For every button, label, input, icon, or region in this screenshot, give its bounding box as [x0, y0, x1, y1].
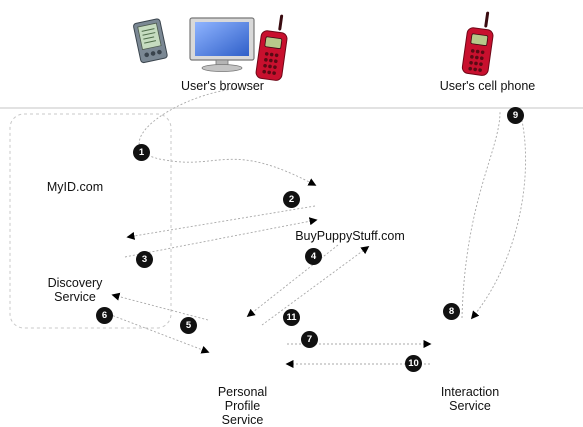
step-badge-7: 7	[301, 331, 318, 348]
arrow-step-1	[139, 87, 317, 186]
cell-phone-icon	[255, 14, 288, 81]
cell-phone-icon	[461, 11, 494, 76]
step-badge-11: 11	[283, 309, 300, 326]
arrow-step-2	[126, 205, 316, 240]
myid-label: MyID.com	[46, 180, 104, 194]
arrow-step-9	[470, 111, 527, 320]
interaction-service-label: Interaction Service	[440, 385, 500, 413]
buypuppystuff-label: BuyPuppyStuff.com	[295, 229, 405, 243]
step-badge-4: 4	[305, 248, 322, 265]
arrow-step-4	[246, 244, 339, 318]
arrow-step-3	[124, 217, 318, 258]
users-browser-label: User's browser	[181, 79, 264, 93]
identity-provider-group	[9, 113, 172, 329]
step-badge-9: 9	[507, 107, 524, 124]
step-badge-8: 8	[443, 303, 460, 320]
arrow-step-11	[261, 246, 370, 326]
step-badge-10: 10	[405, 355, 422, 372]
step-badge-1: 1	[133, 144, 150, 161]
step-badge-5: 5	[180, 317, 197, 334]
personal-profile-service-label: Personal Profile Service	[217, 385, 268, 427]
users-cell-phone-label: User's cell phone	[439, 79, 536, 93]
arrow-step-8	[461, 111, 501, 319]
arrow-step-5	[111, 292, 209, 321]
step-badge-3: 3	[136, 251, 153, 268]
step-badge-6: 6	[96, 307, 113, 324]
pda-icon	[133, 18, 168, 64]
discovery-service-label: Discovery Service	[47, 276, 103, 304]
step-badge-2: 2	[283, 191, 300, 208]
monitor-icon	[189, 17, 255, 72]
